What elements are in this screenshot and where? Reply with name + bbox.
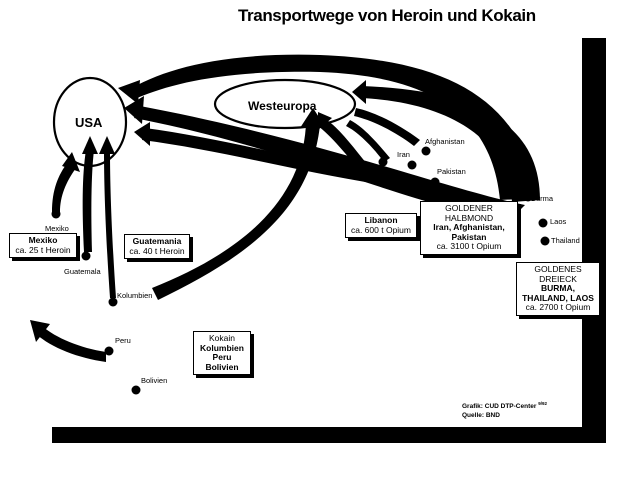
arrowhead-halbmond-usa — [124, 96, 144, 124]
box-halbmond-heading: GOLDENER HALBMOND — [444, 203, 494, 223]
label-bolivien: Bolivien — [141, 376, 168, 385]
box-guatemala: Guatemania ca. 40 t Heroin — [124, 234, 190, 260]
label-iran: Iran — [397, 150, 410, 159]
label-kolumbien: Kolumbien — [117, 291, 153, 300]
credits-grafik: Grafik: CUD DTP-Center 9/92 — [462, 401, 547, 412]
dot-thailand — [540, 236, 550, 246]
credits-quelle: Quelle: BND — [462, 411, 500, 419]
box-goldenes-dreieck: GOLDENES DREIECK BURMA, THAILAND, LAOS c… — [516, 262, 600, 316]
arrow-afghan-westeuropa — [354, 108, 420, 146]
label-laos: Laos — [550, 217, 567, 226]
box-dreieck-amount: ca. 2700 t Opium — [525, 302, 591, 313]
box-kokain-country: Bolivien — [205, 361, 239, 372]
page-title: Transportwege von Heroin und Kokain — [238, 6, 536, 25]
arrowhead-dreieck-westeuropa — [352, 80, 366, 104]
arrowhead-kolumbien-usa — [99, 136, 115, 154]
box-dreieck-countries: BURMA, THAILAND, LAOS — [522, 283, 594, 303]
credits-grafik-text: Grafik: CUD DTP-Center — [462, 403, 537, 411]
dot-afghanistan — [421, 146, 431, 156]
dot-bolivien — [131, 385, 141, 395]
credits-grafik-date: 9/92 — [538, 401, 547, 406]
box-libanon: Libanon ca. 600 t Opium — [345, 213, 417, 239]
arrow-guatemala-usa — [82, 150, 94, 252]
arrow-halbmond-usa — [134, 106, 525, 220]
dot-mexiko — [51, 209, 61, 219]
box-goldener-halbmond: GOLDENER HALBMOND Iran, Afghanistan, Pak… — [420, 201, 518, 255]
arrow-libanon-usa — [142, 128, 380, 184]
dot-guatemala — [81, 251, 91, 261]
arrow-kolumbien-westeuropa — [152, 124, 320, 300]
box-mexiko-amount: ca. 25 t Heroin — [15, 244, 71, 255]
arrowhead-kolumbien-westeuropa — [300, 108, 326, 128]
label-libanon: Libanon — [380, 173, 407, 182]
box-libanon-name: Libanon — [364, 215, 398, 225]
label-afghanistan: Afghanistan — [425, 137, 465, 146]
box-dreieck-heading: GOLDENES DREIECK — [534, 264, 582, 284]
dot-libanon — [378, 157, 388, 167]
arrowhead-guatemala-usa — [82, 136, 98, 154]
arrow-kolumbien-usa — [104, 150, 116, 298]
box-halbmond-countries: Iran, Afghanistan, Pakistan — [433, 222, 505, 242]
box-libanon-amount: ca. 600 t Opium — [350, 224, 411, 235]
dot-iran — [407, 160, 417, 170]
dot-pakistan — [430, 177, 440, 187]
label-mexiko: Mexiko — [45, 224, 69, 233]
arrow-iran-westeuropa — [346, 120, 390, 162]
arrow-mexiko-usa — [52, 162, 76, 212]
box-kokain-country: Peru — [212, 352, 232, 363]
box-guatemala-name: Guatemania — [132, 236, 182, 246]
arrowhead-mexiko-usa — [62, 152, 80, 172]
box-kokain-heading: Kokain — [209, 333, 235, 343]
arrowhead-peru — [30, 320, 50, 342]
box-halbmond-amount: ca. 3100 t Opium — [436, 241, 502, 252]
label-thailand: Thailand — [551, 236, 580, 245]
dot-kolumbien — [108, 297, 118, 307]
dot-laos — [538, 218, 548, 228]
box-guatemala-amount: ca. 40 t Heroin — [129, 245, 185, 256]
arrow-libanon-westeuropa — [318, 118, 372, 176]
box-kokain-country: Kolumbien — [200, 342, 244, 353]
label-peru: Peru — [115, 336, 131, 345]
box-mexiko-name: Mexiko — [28, 235, 58, 245]
usa-label: USA — [75, 115, 103, 130]
dot-peru — [104, 346, 114, 356]
label-burma: Burma — [531, 194, 554, 203]
credits: Grafik: CUD DTP-Center 9/92 Quelle: BND — [462, 401, 547, 421]
dot-burma — [523, 192, 533, 202]
label-guatemala: Guatemala — [64, 267, 101, 276]
arrowhead-libanon-usa — [134, 122, 150, 146]
arrowhead-dreieck-usa — [118, 80, 140, 104]
arrow-peru — [36, 326, 106, 362]
box-kokain: Kokain Kolumbien Peru Bolivien — [193, 331, 251, 376]
westeuropa-label: Westeuropa — [248, 99, 317, 113]
label-pakistan: Pakistan — [437, 167, 466, 176]
box-mexiko: Mexiko ca. 25 t Heroin — [9, 233, 77, 259]
arrow-dreieck-usa — [125, 54, 540, 201]
arrow-dreieck-westeuropa — [360, 86, 540, 202]
